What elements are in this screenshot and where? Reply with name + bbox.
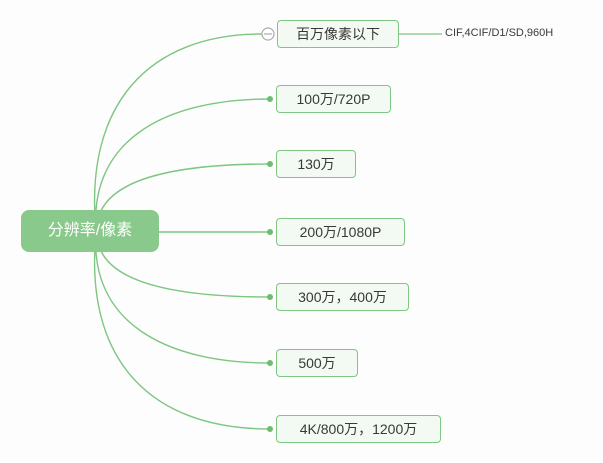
topic-below-megapixel[interactable]: 百万像素以下 xyxy=(277,20,399,48)
connector-curve-1 xyxy=(94,33,263,231)
topic-label: 300万，400万 xyxy=(298,289,387,305)
leaf-topic-cif-formats[interactable]: CIF,4CIF/D1/SD,960H xyxy=(445,27,554,39)
topic-1mp-720p[interactable]: 100万/720P xyxy=(276,85,391,113)
connector-curve-7 xyxy=(94,232,271,430)
connector-curve-6 xyxy=(95,232,271,364)
connector-curve-2 xyxy=(95,98,271,231)
topic-label: 100万/720P xyxy=(296,91,371,107)
root-topic[interactable]: 分辨率/像素 xyxy=(21,210,159,252)
topic-label: 200万/1080P xyxy=(299,224,382,240)
node-connector-dot xyxy=(267,294,273,300)
node-connector-dot xyxy=(267,360,273,366)
topic-label: 130万 xyxy=(297,156,335,172)
topic-4k-8mp-12mp[interactable]: 4K/800万，1200万 xyxy=(276,415,441,443)
topic-label: 百万像素以下 xyxy=(296,26,380,42)
node-connector-dot xyxy=(267,96,273,102)
node-connector-dot xyxy=(267,229,273,235)
topic-5mp[interactable]: 500万 xyxy=(276,349,358,377)
node-connector-dot xyxy=(267,161,273,167)
topic-2mp-1080p[interactable]: 200万/1080P xyxy=(276,218,405,246)
collapse-minus-circle-icon[interactable] xyxy=(261,27,275,41)
topic-label: 4K/800万，1200万 xyxy=(299,421,418,437)
topic-label: 500万 xyxy=(298,355,336,371)
topic-3mp-4mp[interactable]: 300万，400万 xyxy=(276,283,409,311)
node-connector-dot xyxy=(267,426,273,432)
root-topic-label: 分辨率/像素 xyxy=(47,222,133,239)
topic-1-3mp[interactable]: 130万 xyxy=(276,150,356,178)
